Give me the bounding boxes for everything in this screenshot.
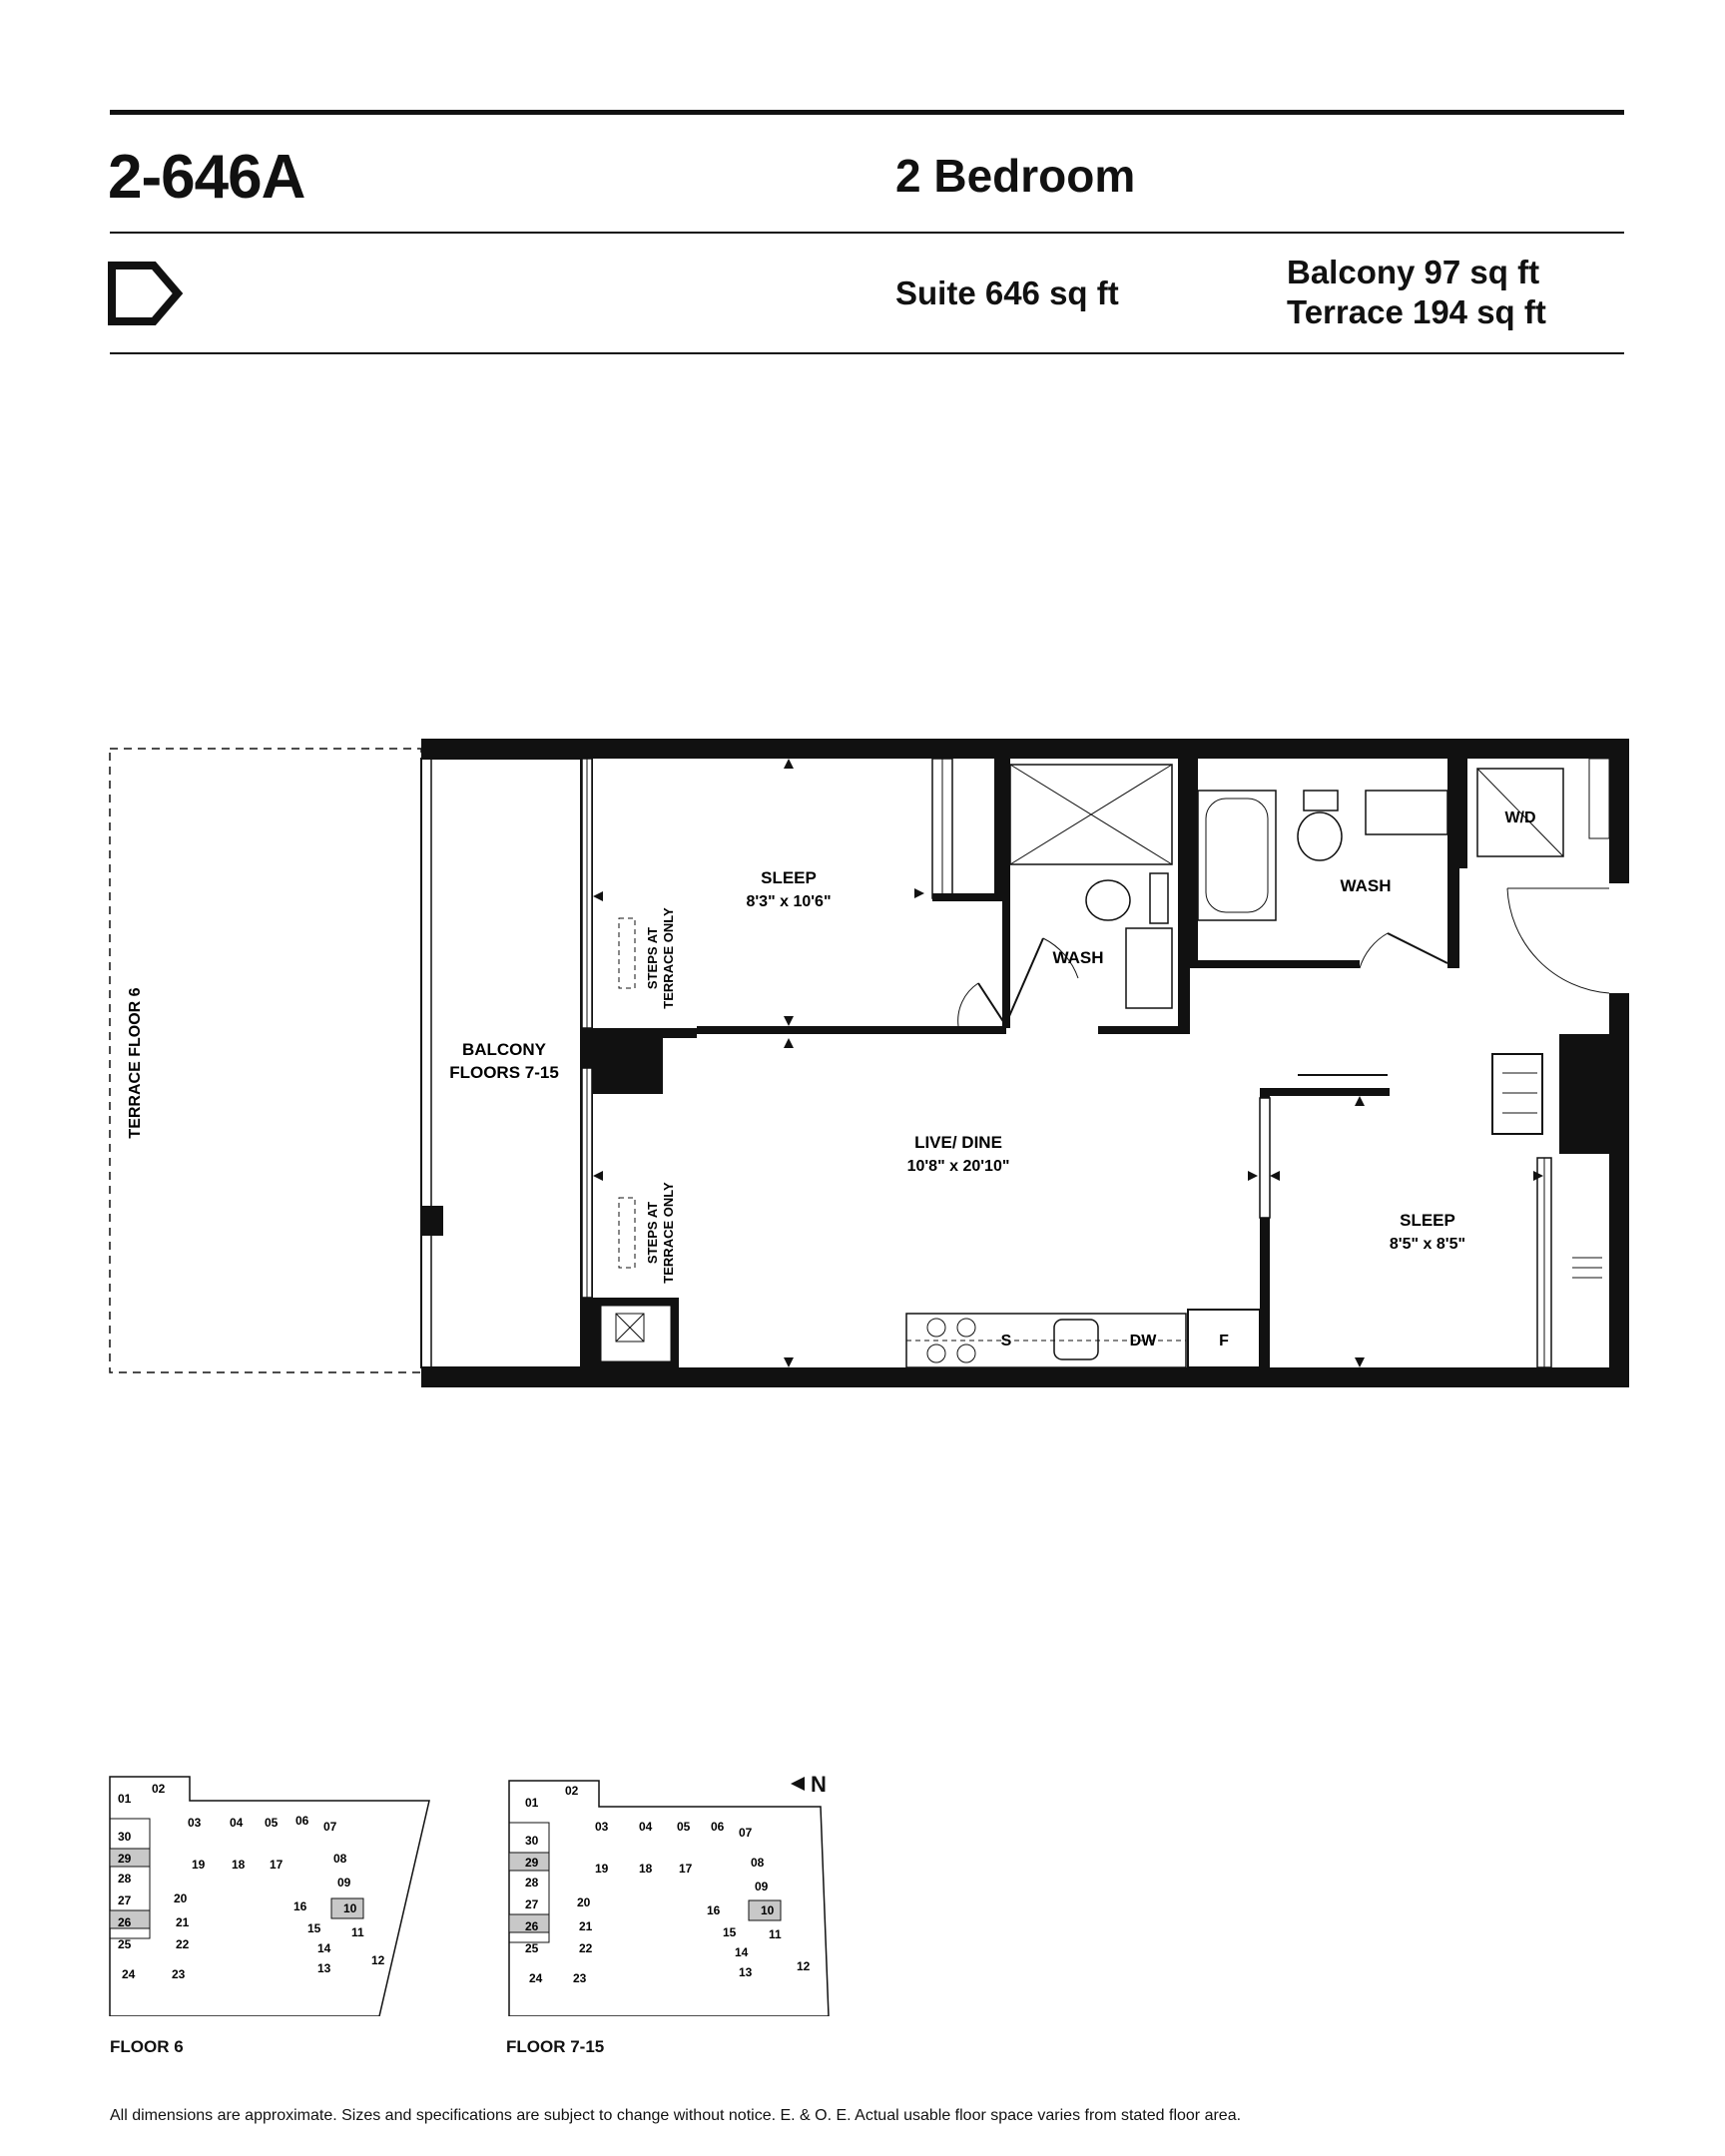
suite-area: Suite 646 sq ft bbox=[895, 274, 1119, 311]
steps-terrace-top: TERRACE ONLY bbox=[661, 907, 676, 1009]
kp6-unit-29: 29 bbox=[118, 1852, 132, 1866]
kp6-unit-11: 11 bbox=[351, 1925, 364, 1939]
kp7-unit-07: 07 bbox=[739, 1826, 753, 1840]
steps-label-top: STEPS AT bbox=[645, 927, 660, 989]
kp7-unit-22: 22 bbox=[579, 1941, 593, 1955]
brand-logo-icon bbox=[108, 262, 184, 325]
kp6-unit-08: 08 bbox=[333, 1852, 347, 1866]
kp7-unit-25: 25 bbox=[525, 1941, 539, 1955]
kp6-unit-21: 21 bbox=[176, 1915, 190, 1929]
kp6-unit-14: 14 bbox=[317, 1941, 331, 1955]
sleep1-name: SLEEP bbox=[761, 868, 817, 887]
kp6-unit-15: 15 bbox=[307, 1921, 321, 1935]
kp7-unit-01: 01 bbox=[525, 1796, 539, 1810]
kp7-unit-30: 30 bbox=[525, 1834, 539, 1848]
keyplan-floor-6: 01 02 03 04 05 06 07 08 09 10 11 12 13 1… bbox=[109, 1776, 430, 2016]
kp7-unit-09: 09 bbox=[755, 1880, 769, 1893]
north-arrow-icon bbox=[791, 1777, 805, 1791]
kp6-unit-23: 23 bbox=[172, 1967, 186, 1981]
kp7-unit-29: 29 bbox=[525, 1856, 539, 1870]
wd-label: W/D bbox=[1504, 809, 1535, 826]
floor-6-label: FLOOR 6 bbox=[110, 2037, 184, 2056]
kp6-unit-28: 28 bbox=[118, 1872, 132, 1886]
kp7-unit-11: 11 bbox=[769, 1927, 782, 1941]
wash1-label: WASH bbox=[1053, 948, 1104, 967]
kp7-unit-10: 10 bbox=[761, 1903, 775, 1917]
steps-label-bottom: STEPS AT bbox=[645, 1202, 660, 1264]
kp6-unit-17: 17 bbox=[270, 1858, 284, 1872]
terrace-label: TERRACE FLOOR 6 bbox=[127, 987, 144, 1138]
live-dine-name: LIVE/ DINE bbox=[914, 1133, 1002, 1152]
kp6-unit-26: 26 bbox=[118, 1915, 132, 1929]
steps-terrace-bottom: TERRACE ONLY bbox=[661, 1182, 676, 1284]
kp6-unit-05: 05 bbox=[265, 1816, 279, 1830]
kp7-unit-20: 20 bbox=[577, 1895, 591, 1909]
wash2-label: WASH bbox=[1341, 876, 1392, 895]
right-wall bbox=[1609, 739, 1629, 1387]
balcony-area: Balcony 97 sq ft bbox=[1287, 254, 1540, 290]
top-wall bbox=[421, 739, 1629, 759]
kp6-unit-02: 02 bbox=[152, 1782, 166, 1796]
sleep1-dims: 8'3" x 10'6" bbox=[746, 893, 831, 910]
kp7-unit-24: 24 bbox=[529, 1971, 543, 1985]
terrace-area: Terrace 194 sq ft bbox=[1287, 293, 1546, 330]
unit-type: 2 Bedroom bbox=[895, 150, 1136, 202]
kp6-unit-27: 27 bbox=[118, 1893, 132, 1907]
suite-code: 2-646A bbox=[108, 143, 305, 212]
live-dine-dims: 10'8" x 20'10" bbox=[907, 1158, 1010, 1175]
kp7-unit-27: 27 bbox=[525, 1897, 539, 1911]
disclaimer: All dimensions are approximate. Sizes an… bbox=[110, 2107, 1242, 2124]
kp6-unit-01: 01 bbox=[118, 1792, 132, 1806]
mid-rule bbox=[110, 232, 1624, 234]
kp6-unit-24: 24 bbox=[122, 1967, 136, 1981]
kp6-unit-16: 16 bbox=[293, 1899, 307, 1913]
kp7-unit-17: 17 bbox=[679, 1862, 693, 1876]
kp6-unit-19: 19 bbox=[192, 1858, 206, 1872]
bottom-rule bbox=[110, 352, 1624, 354]
kp6-unit-06: 06 bbox=[295, 1814, 309, 1828]
kp6-unit-22: 22 bbox=[176, 1937, 190, 1951]
kp7-unit-26: 26 bbox=[525, 1919, 539, 1933]
sleep2-dims: 8'5" x 8'5" bbox=[1390, 1236, 1465, 1253]
kp7-unit-19: 19 bbox=[595, 1862, 609, 1876]
kp7-unit-13: 13 bbox=[739, 1965, 753, 1979]
north-label: N bbox=[811, 1772, 827, 1797]
kp7-unit-14: 14 bbox=[735, 1945, 749, 1959]
kp6-unit-30: 30 bbox=[118, 1830, 132, 1844]
kp6-unit-03: 03 bbox=[188, 1816, 202, 1830]
keyplan-floor-7-15: 01 02 03 04 05 06 07 08 09 10 11 12 13 1… bbox=[508, 1780, 830, 2016]
kp6-unit-20: 20 bbox=[174, 1891, 188, 1905]
kp7-unit-18: 18 bbox=[639, 1862, 653, 1876]
kp7-unit-15: 15 bbox=[723, 1925, 737, 1939]
kp6-unit-07: 07 bbox=[323, 1820, 337, 1834]
kp7-unit-23: 23 bbox=[573, 1971, 587, 1985]
kp7-unit-12: 12 bbox=[797, 1959, 811, 1973]
kp7-unit-04: 04 bbox=[639, 1820, 653, 1834]
balcony-floors-label: FLOORS 7-15 bbox=[449, 1063, 559, 1082]
kp6-unit-18: 18 bbox=[232, 1858, 246, 1872]
kp7-unit-28: 28 bbox=[525, 1876, 539, 1889]
top-rule bbox=[110, 110, 1624, 115]
floor-7-15-label: FLOOR 7-15 bbox=[506, 2037, 605, 2056]
kp7-unit-08: 08 bbox=[751, 1856, 765, 1870]
balcony-label: BALCONY bbox=[462, 1040, 547, 1059]
kp7-unit-03: 03 bbox=[595, 1820, 609, 1834]
dishwasher-label: DW bbox=[1130, 1333, 1158, 1349]
floor-plan: TERRACE FLOOR 6 BALCONY FLOORS 7-15 STEP… bbox=[109, 739, 1629, 1387]
kp6-unit-04: 04 bbox=[230, 1816, 244, 1830]
sleep2-name: SLEEP bbox=[1400, 1211, 1455, 1230]
fridge-label: F bbox=[1219, 1333, 1229, 1349]
kp7-unit-21: 21 bbox=[579, 1919, 593, 1933]
kp6-unit-12: 12 bbox=[371, 1953, 385, 1967]
kp7-unit-16: 16 bbox=[707, 1903, 721, 1917]
kp7-unit-06: 06 bbox=[711, 1820, 725, 1834]
kp6-unit-13: 13 bbox=[317, 1961, 331, 1975]
kp6-unit-09: 09 bbox=[337, 1876, 351, 1889]
kp7-unit-02: 02 bbox=[565, 1784, 579, 1798]
kp6-unit-10: 10 bbox=[343, 1901, 357, 1915]
kp7-unit-05: 05 bbox=[677, 1820, 691, 1834]
terrace-outline bbox=[109, 748, 422, 1373]
kp6-unit-25: 25 bbox=[118, 1937, 132, 1951]
